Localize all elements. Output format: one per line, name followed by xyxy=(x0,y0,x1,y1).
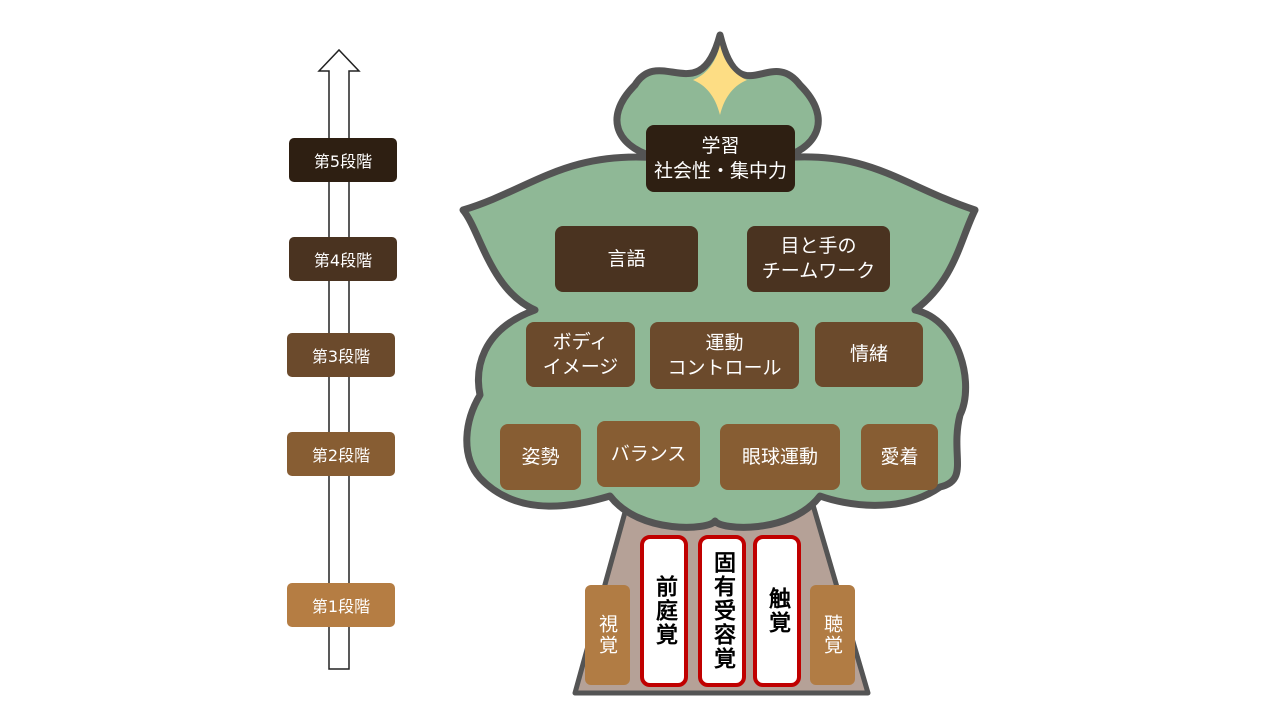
hearing-label: 聴覚 xyxy=(821,614,843,656)
stage-3-label: 第3段階 xyxy=(287,333,395,377)
stage-1-label: 第1段階 xyxy=(287,583,395,627)
proprioception-label: 固有受容覚 xyxy=(710,551,735,671)
stage-5-label: 第5段階 xyxy=(289,138,397,182)
stage-4-label: 第4段階 xyxy=(289,237,397,281)
box-attachment: 愛着 xyxy=(861,424,938,490)
box-body-image: ボディ イメージ xyxy=(526,322,635,387)
vestibular-label: 前庭覚 xyxy=(652,575,677,647)
box-posture: 姿勢 xyxy=(500,424,581,490)
tree-canopy xyxy=(459,31,979,531)
box-vision: 視覚 xyxy=(585,585,630,685)
box-eye-hand-teamwork: 目と手の チームワーク xyxy=(747,226,890,292)
box-learning-social-focus: 学習 社会性・集中力 xyxy=(646,125,795,192)
box-balance: バランス xyxy=(597,421,700,487)
box-touch: 触覚 xyxy=(753,535,801,687)
box-language: 言語 xyxy=(555,226,698,292)
box-hearing: 聴覚 xyxy=(810,585,855,685)
vision-label: 視覚 xyxy=(596,614,618,656)
box-proprioception: 固有受容覚 xyxy=(698,535,746,687)
box-motor-control: 運動 コントロール xyxy=(650,322,799,389)
stage-2-label: 第2段階 xyxy=(287,432,395,476)
box-vestibular: 前庭覚 xyxy=(640,535,688,687)
box-eye-movement: 眼球運動 xyxy=(720,424,840,490)
box-emotion: 情緒 xyxy=(815,322,923,387)
touch-label: 触覚 xyxy=(765,587,790,635)
star-icon xyxy=(693,45,747,115)
